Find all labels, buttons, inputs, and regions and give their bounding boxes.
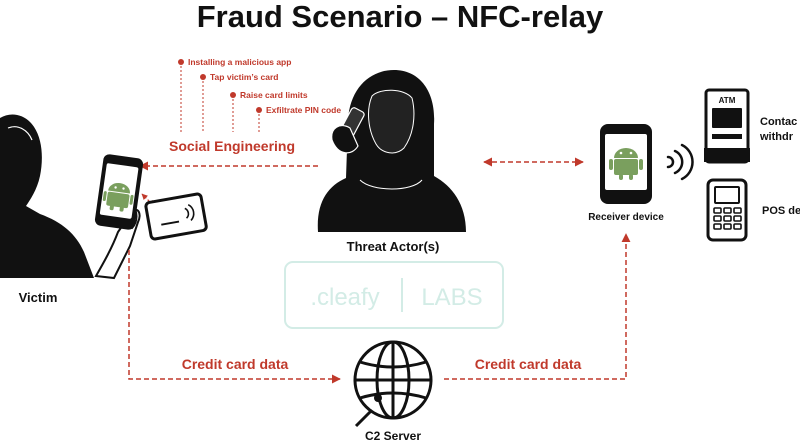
watermark-logo: .cleafy LABS <box>284 261 504 329</box>
step-dot <box>178 59 184 65</box>
globe-node <box>374 394 382 402</box>
contactless-label-line1: Contac <box>760 116 797 128</box>
right-flow-label: Credit card data <box>475 356 582 372</box>
threat-actor-icon <box>317 70 466 232</box>
contactless-label-line2: withdr <box>759 131 794 143</box>
threat-actor-label: Threat Actor(s) <box>347 239 440 254</box>
android-icon <box>609 148 643 180</box>
c2-to-receiver-path <box>444 233 631 380</box>
receiver-phone <box>600 124 652 204</box>
social-engineering-steps: Installing a malicious app Tap victim’s … <box>178 57 341 132</box>
page-title: Fraud Scenario – NFC-relay <box>197 0 604 34</box>
globe-pin <box>354 408 374 428</box>
credit-card-icon <box>144 192 208 241</box>
step-dot <box>256 107 262 113</box>
pos-icon <box>706 178 748 242</box>
c2-label: C2 Server <box>365 429 421 443</box>
left-flow-label: Credit card data <box>182 356 289 372</box>
nfc-waves-icon <box>666 143 694 181</box>
step-dot <box>230 92 236 98</box>
android-icon <box>102 182 134 212</box>
pos-label: POS de <box>762 205 800 217</box>
receiver-label: Receiver device <box>588 212 664 223</box>
social-engineering-label: Social Engineering <box>169 138 295 154</box>
nfc-tap-link <box>141 193 155 207</box>
atm-sign: ATM <box>719 96 736 105</box>
step-raise-limits: Raise card limits <box>240 90 308 100</box>
atm-icon: ATM <box>704 88 750 164</box>
step-install-app: Installing a malicious app <box>188 57 291 67</box>
victim-to-c2-path <box>128 250 341 384</box>
victim-phone <box>94 154 144 230</box>
watermark-labs: LABS <box>421 284 482 311</box>
step-dot <box>200 74 206 80</box>
victim-label: Victim <box>19 290 58 305</box>
watermark-brand: .cleafy <box>310 284 379 311</box>
globe-icon <box>353 340 433 420</box>
step-tap-card: Tap victim’s card <box>210 72 279 82</box>
step-exfiltrate-pin: Exfiltrate PIN code <box>266 105 341 115</box>
